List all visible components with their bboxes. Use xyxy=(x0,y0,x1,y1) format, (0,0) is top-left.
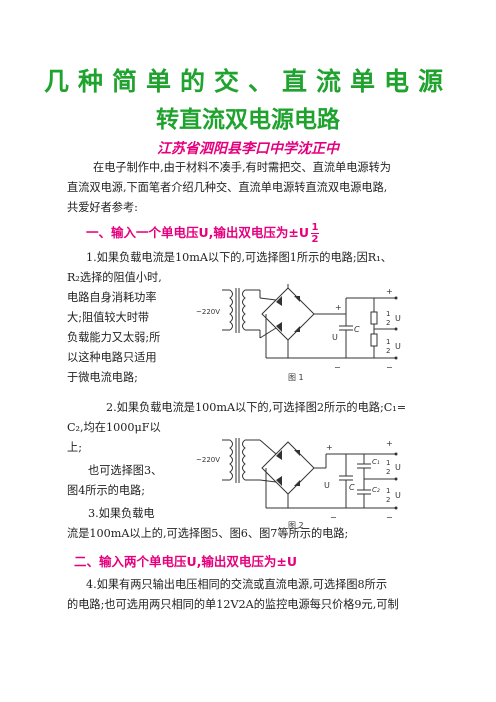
fig2-half-num-1: 1 xyxy=(386,459,390,467)
para1-line-6: 以这种电路只适用 xyxy=(67,351,157,364)
fig2-c2-label: C₂ xyxy=(372,486,380,494)
para2-line-7: 流是100mA以上的,可选择图5、图6、图7等所示的电路; xyxy=(67,527,349,540)
fig2-c1-label: C₁ xyxy=(372,458,380,466)
para2-line-3: 上; xyxy=(67,441,82,454)
fig1-u-label: U xyxy=(332,333,338,342)
fig2-half-num-2: 1 xyxy=(386,487,390,495)
fig1-out-u-1: U xyxy=(395,314,401,323)
fig2-plus: + xyxy=(326,443,333,452)
fig1-c-label: C xyxy=(354,325,360,334)
fig2-caption: 图 2 xyxy=(288,521,304,530)
fig2-half-den-1: 2 xyxy=(386,468,390,476)
para1-line-4: 大;阻值较大时带 xyxy=(67,311,150,324)
fig1-minus: − xyxy=(334,363,341,372)
figure-1-circuit: ~220V + U C − + 1 2 U 1 2 U − 图 1 xyxy=(196,284,401,382)
intro-line-1: 在电子制作中,由于材料不凑手,有时需把交、直流单电源转为 xyxy=(93,161,391,174)
fig1-out-plus: + xyxy=(386,287,393,296)
fig2-c-label: C xyxy=(349,483,355,492)
figure-2-circuit: ~220V + U C C₁ C₂ − + 1 2 U 1 2 U − 图 2 xyxy=(196,438,401,530)
fig2-ac-label: ~220V xyxy=(196,456,220,464)
para2-line-2: C₂,均在1000μF以 xyxy=(67,421,161,434)
para2-line-4: 也可选择图3、 xyxy=(88,464,163,477)
fig1-out-minus: − xyxy=(386,363,393,372)
para2-line-1: 2.如果负载电流是100mA以下的,可选择图2所示的电路;C₁= xyxy=(106,401,407,414)
fig2-half-den-2: 2 xyxy=(386,496,390,504)
section2-heading: 二、输入两个单电压U,输出双电压为±U xyxy=(74,554,298,569)
para4-line-2: 的电路;也可选用两只相同的单12V2A的监控电源每只价格9元,可制 xyxy=(67,598,399,611)
title-line1: 几种简单的交、直流单电源 xyxy=(43,67,452,96)
para4-line-1: 4.如果有两只输出电压相同的交流或直流电源,可选择图8所示 xyxy=(86,578,388,591)
fig2-out-u-2: U xyxy=(395,491,401,500)
para2-line-5: 图4所示的电路; xyxy=(67,484,146,497)
fig2-u-label: U xyxy=(324,481,330,490)
fig1-plus: + xyxy=(335,303,342,312)
fig1-out-u-2: U xyxy=(395,342,401,351)
section1-heading-text: 一、输入一个单电压U,输出双电压为±U xyxy=(86,225,310,240)
author-line: 江苏省泗阳县李口中学沈正中 xyxy=(157,141,339,157)
fig1-half-den-2: 2 xyxy=(386,347,390,355)
fig1-caption: 图 1 xyxy=(288,373,304,382)
fraction-numerator: 1 xyxy=(311,222,319,233)
fig1-half-num-1: 1 xyxy=(386,310,390,318)
fraction-denominator: 2 xyxy=(311,234,319,245)
fig2-out-u-1: U xyxy=(395,463,401,472)
para1-line-1: 1.如果负载电流是10mA以下的,可选择图1所示的电路;因R₁、 xyxy=(86,251,392,264)
fig1-ac-label: ~220V xyxy=(196,308,220,316)
intro-line-2: 直流双电源,下面笔者介绍几种交、直流单电源转直流双电源电路, xyxy=(67,181,388,194)
para2-line-6: 3.如果负载电 xyxy=(88,507,155,520)
title-line2: 转直流双电源电路 xyxy=(156,107,340,133)
para1-line-5: 负载能力又太弱;所 xyxy=(67,331,161,344)
fig2-out-minus: − xyxy=(386,513,393,522)
para1-line-3: 电路自身消耗功率 xyxy=(67,291,157,304)
fig1-half-den-1: 2 xyxy=(386,319,390,327)
fig2-out-plus: + xyxy=(386,439,393,448)
fig1-half-num-2: 1 xyxy=(386,338,390,346)
intro-line-3: 共爱好者参考: xyxy=(67,201,138,214)
para1-line-7: 于微电流电路; xyxy=(67,371,138,384)
para1-line-2: R₂选择的阻值小时, xyxy=(67,271,162,284)
fig2-minus: − xyxy=(330,513,337,522)
